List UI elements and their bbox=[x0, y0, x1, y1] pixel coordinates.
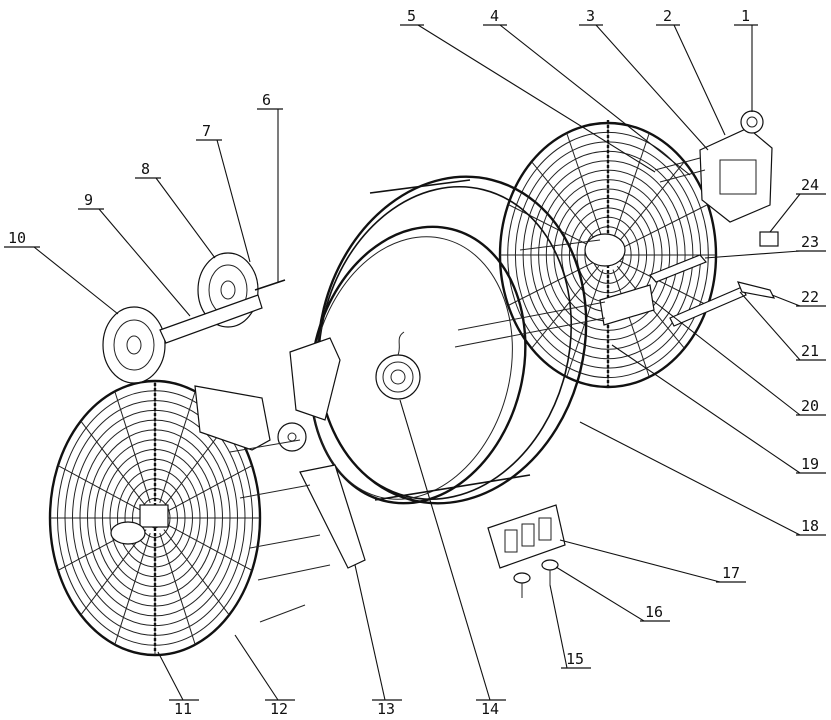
rear-grille bbox=[498, 120, 718, 390]
handle-brackets bbox=[599, 231, 779, 327]
svg-text:15: 15 bbox=[566, 650, 584, 668]
callouts: 5 4 3 2 1 6 7 bbox=[4, 7, 826, 718]
callout-10: 10 bbox=[4, 229, 119, 315]
svg-text:20: 20 bbox=[801, 397, 819, 415]
callout-16: 16 bbox=[555, 566, 670, 622]
svg-text:16: 16 bbox=[645, 603, 663, 621]
callout-6: 6 bbox=[257, 91, 283, 283]
svg-text:10: 10 bbox=[8, 229, 26, 247]
callout-24: 24 bbox=[769, 176, 826, 233]
callout-14: 14 bbox=[399, 399, 506, 718]
callout-19: 19 bbox=[611, 344, 826, 474]
svg-text:19: 19 bbox=[801, 455, 819, 473]
svg-text:9: 9 bbox=[84, 191, 93, 209]
grille-spoke bbox=[566, 132, 604, 241]
svg-text:12: 12 bbox=[270, 700, 288, 718]
callout-1: 1 bbox=[734, 7, 758, 112]
svg-text:7: 7 bbox=[202, 122, 211, 140]
grille-spoke bbox=[612, 269, 650, 378]
grille-spoke bbox=[114, 391, 151, 503]
grille-spoke bbox=[80, 529, 147, 616]
grille-spoke bbox=[507, 260, 597, 306]
grille-spoke bbox=[159, 391, 196, 503]
grille-spoke bbox=[531, 161, 600, 245]
callout-20: 20 bbox=[651, 299, 826, 416]
control-box bbox=[654, 110, 773, 223]
svg-text:4: 4 bbox=[490, 7, 499, 25]
grille-spoke bbox=[619, 204, 709, 250]
fan-blades bbox=[194, 337, 366, 569]
grille-spoke bbox=[566, 269, 604, 378]
svg-text:22: 22 bbox=[801, 288, 819, 306]
svg-text:2: 2 bbox=[663, 7, 672, 25]
callout-22: 22 bbox=[771, 288, 826, 307]
svg-text:18: 18 bbox=[801, 517, 819, 535]
callout-2: 2 bbox=[656, 7, 726, 136]
grille-spoke bbox=[619, 260, 709, 306]
grille-spoke bbox=[166, 465, 253, 513]
svg-text:24: 24 bbox=[801, 176, 819, 194]
svg-text:6: 6 bbox=[262, 91, 271, 109]
grille-spoke bbox=[114, 533, 151, 645]
grille-spoke bbox=[507, 204, 597, 250]
svg-text:23: 23 bbox=[801, 233, 819, 251]
callout-4: 4 bbox=[483, 7, 691, 176]
callout-17: 17 bbox=[559, 539, 746, 583]
fan-drum bbox=[309, 175, 588, 505]
callout-13: 13 bbox=[354, 564, 402, 718]
svg-text:8: 8 bbox=[141, 160, 150, 178]
grille-spoke bbox=[163, 529, 230, 616]
svg-text:5: 5 bbox=[407, 7, 416, 25]
assembly-guide-lines bbox=[229, 239, 606, 623]
callout-18: 18 bbox=[579, 421, 826, 536]
callout-23: 23 bbox=[704, 233, 826, 259]
grille-spoke bbox=[616, 161, 685, 245]
grille-spoke bbox=[531, 265, 600, 349]
svg-text:21: 21 bbox=[801, 342, 819, 360]
callout-7: 7 bbox=[196, 122, 251, 263]
callout-5: 5 bbox=[400, 7, 656, 173]
stand bbox=[487, 504, 566, 598]
callout-21: 21 bbox=[739, 291, 826, 361]
front-grille bbox=[48, 379, 262, 657]
grille-spoke bbox=[159, 533, 196, 645]
svg-text:1: 1 bbox=[741, 7, 750, 25]
callout-15: 15 bbox=[549, 584, 591, 669]
grille-spoke bbox=[612, 132, 650, 241]
callout-9: 9 bbox=[78, 191, 191, 317]
grille-spoke bbox=[57, 465, 144, 513]
svg-text:13: 13 bbox=[377, 700, 395, 718]
callout-3: 3 bbox=[579, 7, 709, 151]
motor bbox=[375, 331, 421, 400]
callout-11: 11 bbox=[157, 651, 199, 718]
wheels-axle bbox=[102, 252, 286, 384]
svg-text:14: 14 bbox=[481, 700, 499, 718]
svg-text:3: 3 bbox=[586, 7, 595, 25]
callout-8: 8 bbox=[135, 160, 216, 259]
grille-spoke bbox=[166, 523, 253, 571]
grille-spoke bbox=[80, 420, 147, 507]
svg-text:11: 11 bbox=[174, 700, 192, 718]
svg-text:17: 17 bbox=[722, 564, 740, 582]
callout-12: 12 bbox=[234, 634, 295, 718]
